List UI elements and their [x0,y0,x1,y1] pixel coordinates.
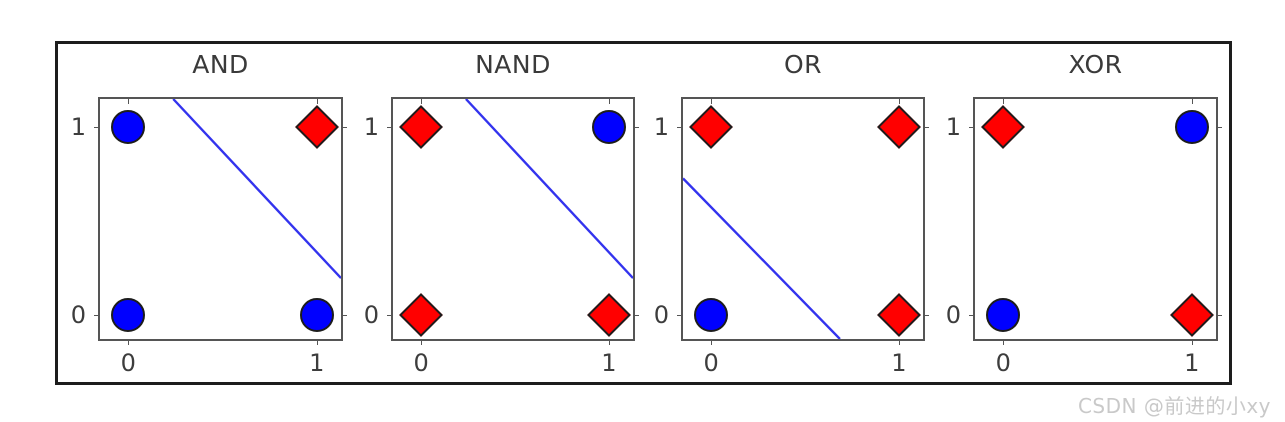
y-tick-mark [633,127,639,129]
x-tick-label: 1 [309,349,325,377]
panel-title: OR [783,50,823,79]
x-tick-mark [711,339,713,345]
axes-box: 0 1 0 1 [364,97,639,375]
x-tick-label: 0 [703,349,719,377]
watermark: CSDN @前进的小xy [1077,394,1271,418]
y-tick-mark [969,314,975,316]
x-tick-mark [711,98,713,104]
axes-box: 0 1 0 1 [946,97,1222,375]
panel-nand: NAND 0 1 0 1 [348,44,639,382]
y-tick-label: 0 [363,300,379,329]
y-tick-mark [341,314,347,316]
y-tick-label: 0 [653,300,669,329]
y-tick-mark [341,127,347,129]
y-tick-label: 0 [945,300,961,329]
x-tick-label: 1 [891,349,907,377]
data-point-marker [981,105,1026,150]
x-tick-mark [421,339,423,345]
x-tick-mark [898,98,900,104]
data-point-marker [111,110,146,145]
x-tick-mark [1003,98,1005,104]
y-tick-mark [633,314,639,316]
x-tick-mark [608,339,610,345]
y-tick-mark [923,127,929,129]
x-tick-label: 0 [995,349,1011,377]
axes-box: 0 1 0 1 [71,97,347,375]
x-tick-label: 1 [601,349,617,377]
y-tick-mark [94,314,100,316]
plot-area: 0 1 0 1 [654,98,929,375]
data-point-marker [876,292,921,337]
axes-box: 0 1 0 1 [654,97,929,375]
panel-xor: XOR 0 1 0 1 [930,44,1222,382]
plot-area: 0 1 0 1 [71,98,347,375]
x-tick-label: 0 [413,349,429,377]
x-tick-mark [1003,339,1005,345]
plot-area: 0 1 0 1 [946,98,1222,375]
data-point-marker [586,292,631,337]
data-point-marker [299,297,334,332]
data-point-marker [986,297,1021,332]
data-point-marker [876,105,921,150]
x-tick-mark [316,98,318,104]
data-point-marker [694,297,729,332]
data-point-marker [689,105,734,150]
data-point-marker [399,292,444,337]
panel-title: XOR [1068,50,1123,79]
plot-area: 0 1 0 1 [364,98,639,375]
y-tick-label: 1 [653,113,669,142]
x-tick-mark [316,339,318,345]
data-point-marker [1174,110,1209,145]
y-tick-label: 1 [945,113,961,142]
panel-title: NAND [475,50,551,79]
x-tick-mark [128,98,130,104]
x-tick-mark [898,339,900,345]
y-tick-mark [1216,314,1222,316]
data-point-marker [591,110,626,145]
x-tick-mark [421,98,423,104]
y-tick-mark [387,314,393,316]
y-tick-mark [1216,127,1222,129]
y-tick-mark [94,127,100,129]
y-tick-mark [969,127,975,129]
y-tick-label: 1 [70,113,86,142]
data-point-marker [399,105,444,150]
x-tick-label: 0 [120,349,136,377]
data-point-marker [1169,292,1214,337]
data-point-marker [111,297,146,332]
data-point-marker [294,105,339,150]
x-tick-mark [1191,98,1193,104]
x-tick-mark [608,98,610,104]
panel-or: OR 0 1 0 1 [638,44,929,382]
panel-and: AND 0 1 0 1 [58,44,348,382]
y-tick-mark [923,314,929,316]
y-tick-mark [677,127,683,129]
y-tick-label: 1 [363,113,379,142]
y-tick-mark [387,127,393,129]
panel-title: AND [192,50,249,79]
x-tick-mark [128,339,130,345]
y-tick-label: 0 [70,300,86,329]
y-tick-mark [677,314,683,316]
x-tick-label: 1 [1184,349,1200,377]
x-tick-mark [1191,339,1193,345]
figure-frame: AND 0 1 0 1 NAND 0 1 0 1 OR 0 1 0 1 XOR 0 1 0 1 [55,41,1232,385]
